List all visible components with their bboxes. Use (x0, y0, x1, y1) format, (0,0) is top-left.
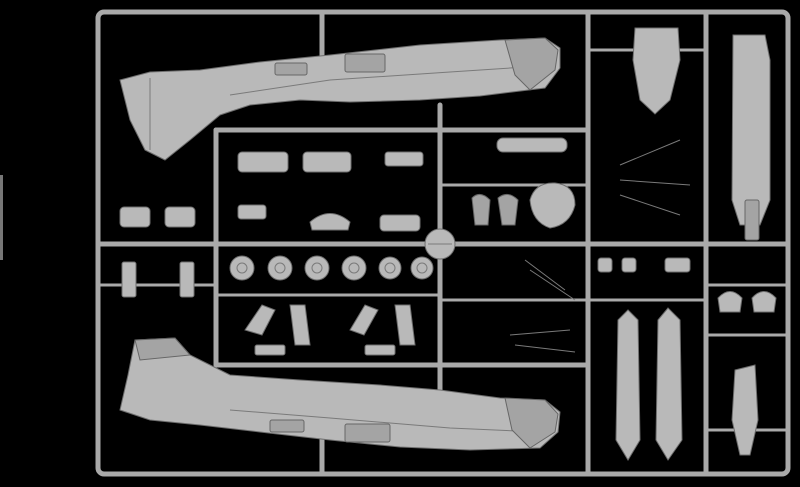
fuselage-half-lower (119, 337, 561, 451)
landing-gear-parts (244, 304, 416, 356)
fuselage-half-upper (119, 37, 561, 161)
small-parts-left (119, 206, 196, 298)
right-column-parts (615, 27, 777, 461)
cockpit-parts (471, 137, 576, 229)
wheels-row (229, 255, 434, 281)
sprue-frame (95, 9, 791, 477)
misc-parts (509, 139, 691, 353)
small-parts-upper (237, 151, 456, 260)
left-edge-sliver (0, 175, 3, 260)
